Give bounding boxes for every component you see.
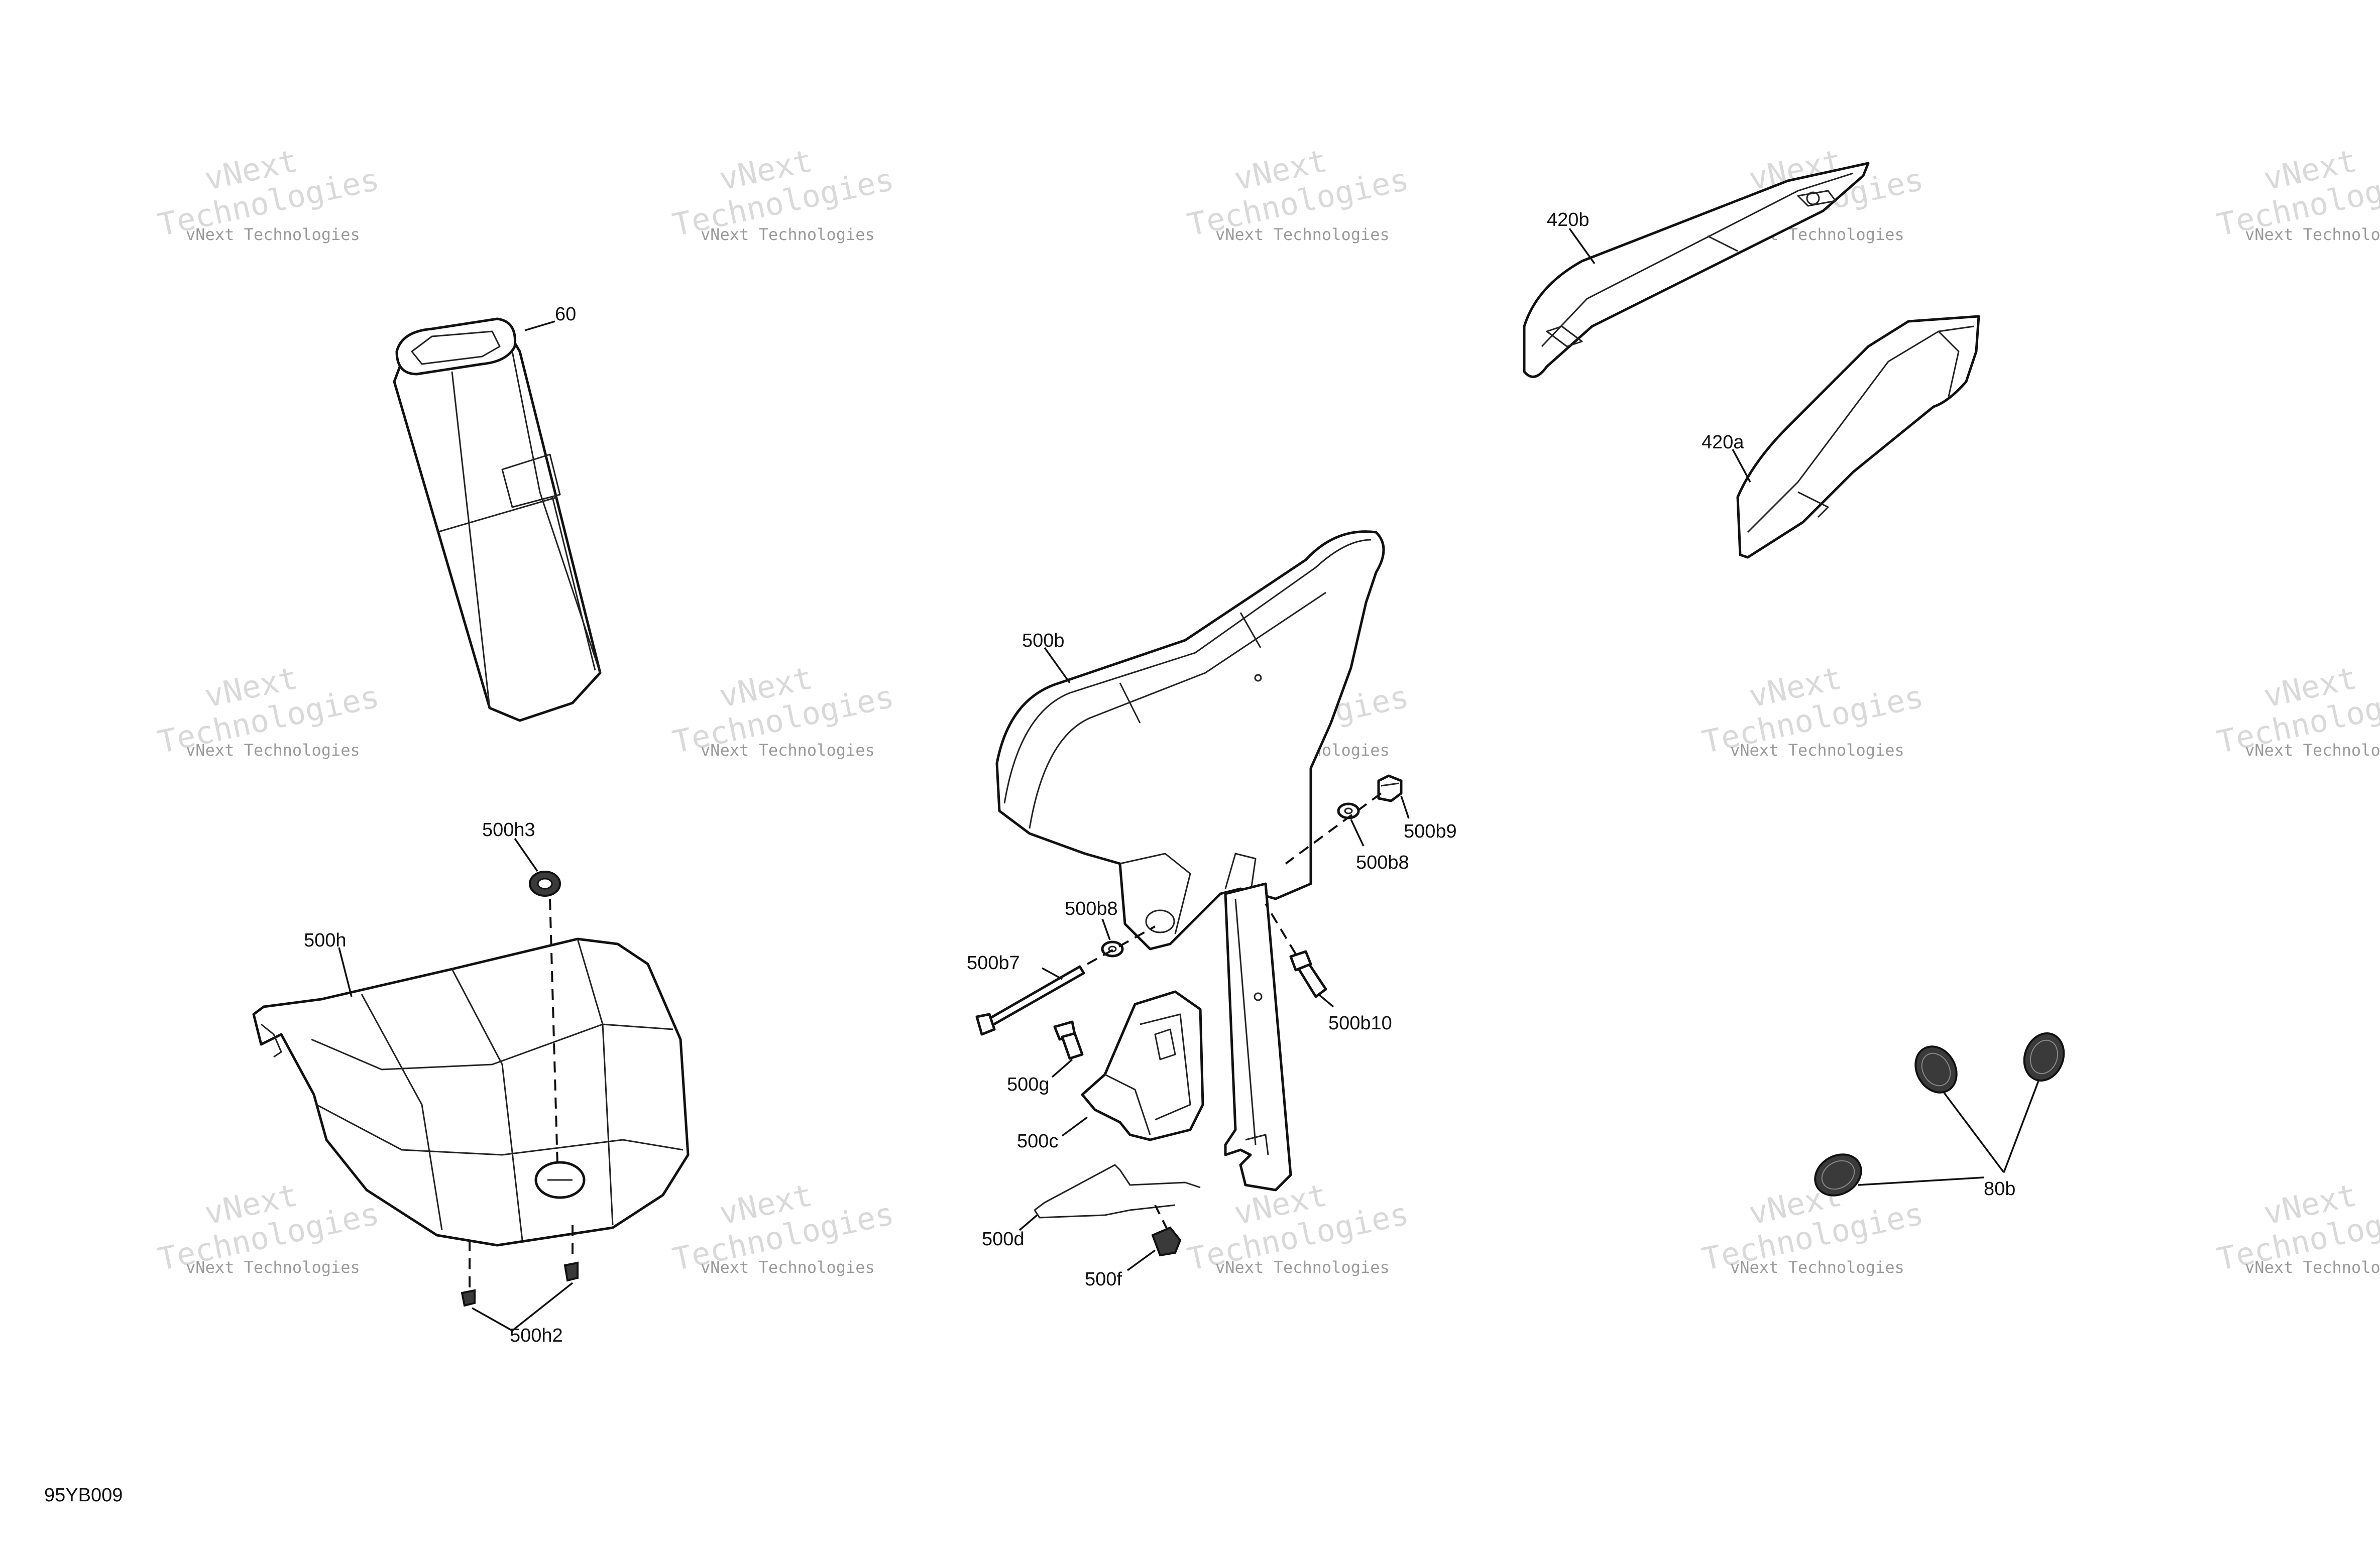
- watermark-text: vNext Technologies: [186, 225, 360, 244]
- callout-500f: 500f: [1085, 1269, 1122, 1290]
- part-500b10-screw: [1289, 950, 1327, 998]
- leader-500b9: [1400, 795, 1410, 819]
- watermark-text: vNext Technologies: [701, 225, 875, 244]
- watermark-text: vNext Technologies: [1730, 1258, 1904, 1277]
- watermark-text: vNext Technologies: [701, 1258, 875, 1277]
- part-60-grip: [393, 317, 602, 722]
- axis-500h3: [549, 898, 558, 1165]
- part-420a-handle: [1736, 315, 1980, 559]
- leader-500d: [1018, 1214, 1038, 1231]
- part-500h2-screw-left: [461, 1289, 476, 1307]
- watermark-text: vNext Technologies: [1215, 1258, 1390, 1277]
- part-500h-seat: [252, 937, 690, 1247]
- callout-500h2: 500h2: [510, 1325, 563, 1346]
- watermark-text: vNext Technologies: [186, 741, 360, 760]
- watermark-text: vNext Technologies: [2245, 225, 2380, 244]
- leader-80b-3: [1858, 1176, 1984, 1186]
- leader-500h: [338, 947, 353, 997]
- axis-500f: [1154, 1205, 1169, 1231]
- axis-500b9: [1285, 792, 1382, 865]
- leader-80b-2: [2003, 1079, 2040, 1173]
- part-500h2-screw-right: [563, 1261, 579, 1282]
- part-420b-handle: [1523, 162, 1870, 378]
- part-500f-clip: [1151, 1226, 1182, 1257]
- leader-500g: [1051, 1058, 1073, 1078]
- watermark-text: vNext Technologies: [2245, 1258, 2380, 1277]
- callout-500h: 500h: [304, 930, 347, 951]
- leader-500c: [1061, 1116, 1088, 1137]
- watermark-text: vNext Technologies: [1215, 225, 1390, 244]
- callout-500c: 500c: [1017, 1131, 1058, 1152]
- part-80b-pad-2: [2023, 1032, 2065, 1082]
- part-80b-pad-3: [1814, 1153, 1862, 1197]
- callout-500b8-left: 500b8: [1065, 898, 1118, 919]
- leader-420a: [1732, 449, 1751, 483]
- part-500g-screw: [1053, 1020, 1084, 1060]
- part-80b-pad-1: [1914, 1045, 1958, 1094]
- callout-500b8-right: 500b8: [1356, 852, 1409, 873]
- part-500b8-washer-left: [1101, 940, 1124, 958]
- leader-500b8-right: [1350, 819, 1365, 847]
- part-500b9-nut: [1377, 774, 1403, 802]
- callout-500h3: 500h3: [482, 819, 535, 841]
- callout-500b: 500b: [1022, 630, 1065, 651]
- drawing-id: 95YB009: [44, 1485, 123, 1506]
- callout-420a: 420a: [1702, 432, 1744, 453]
- callout-500b7: 500b7: [967, 953, 1020, 974]
- axis-500b10: [1265, 903, 1297, 955]
- leader-500h2: [472, 1282, 574, 1332]
- part-500c-cradle: [1081, 990, 1204, 1141]
- callout-80b: 80b: [1984, 1178, 2015, 1200]
- callout-420b: 420b: [1547, 209, 1590, 230]
- part-500b-backrest: [995, 530, 1385, 951]
- callout-500b10: 500b10: [1328, 1013, 1392, 1034]
- leader-500b10: [1317, 993, 1334, 1008]
- part-500b-bracket: [1224, 882, 1292, 1192]
- leader-80b-1: [1943, 1091, 2005, 1173]
- leader-500b8-left: [1101, 918, 1111, 940]
- axis-500b7: [1087, 925, 1156, 965]
- leader-60: [524, 320, 555, 331]
- leader-500b: [1044, 647, 1071, 684]
- part-500b7-bolt: [975, 965, 1085, 1036]
- leader-500b7: [1042, 967, 1063, 980]
- leader-500f: [1126, 1249, 1156, 1271]
- leader-420b: [1568, 227, 1596, 265]
- callout-60: 60: [555, 304, 576, 325]
- part-500d-wire: [1034, 1164, 1201, 1219]
- leader-500h3: [514, 838, 538, 872]
- callout-500g: 500g: [1007, 1074, 1050, 1095]
- part-500h3-fastener: [529, 871, 561, 897]
- callout-500d: 500d: [982, 1229, 1025, 1250]
- watermark-text: vNext Technologies: [701, 741, 875, 760]
- part-500b8-washer-right: [1337, 802, 1360, 819]
- watermark-text: vNext Technologies: [186, 1258, 360, 1277]
- watermark-text: vNext Technologies: [1730, 741, 1904, 760]
- callout-500b9: 500b9: [1404, 821, 1457, 842]
- watermark-text: vNext Technologies: [2245, 741, 2380, 760]
